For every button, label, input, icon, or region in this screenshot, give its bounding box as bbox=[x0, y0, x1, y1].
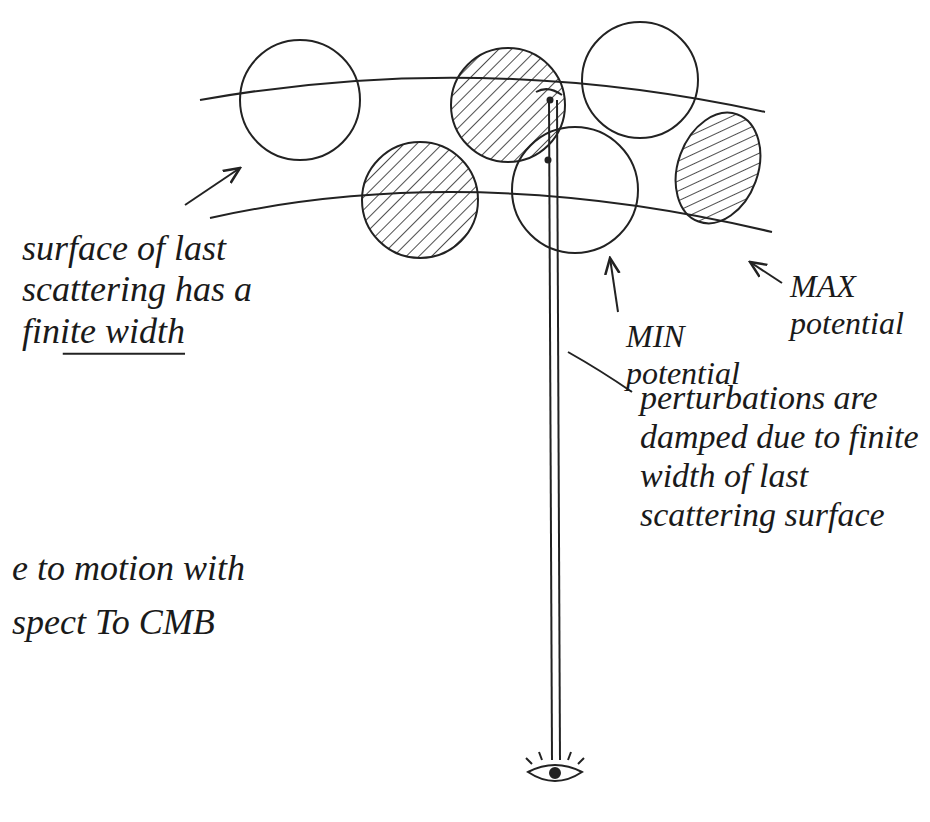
point-marker bbox=[545, 157, 552, 164]
surface-boundary bbox=[210, 192, 772, 232]
min-potential-region bbox=[512, 127, 638, 253]
eye-lashes bbox=[526, 752, 584, 764]
scribble bbox=[536, 89, 562, 95]
potential-region bbox=[240, 40, 360, 160]
line-of-sight bbox=[549, 100, 552, 760]
max-potential-region bbox=[451, 48, 565, 162]
max-potential-region bbox=[362, 142, 478, 258]
point-marker bbox=[547, 97, 554, 104]
damping-note: perturbations are damped due to finite w… bbox=[640, 378, 920, 534]
eye-symbol bbox=[550, 768, 560, 778]
leader-line bbox=[568, 352, 632, 392]
leader-arrow bbox=[185, 168, 240, 205]
max-label: MAX potential bbox=[790, 268, 920, 342]
eye-symbol bbox=[528, 765, 582, 781]
leader-arrow bbox=[610, 258, 618, 312]
potential-region bbox=[582, 22, 698, 138]
underline bbox=[63, 353, 185, 355]
surface-note: surface of last scattering has a finite … bbox=[22, 228, 322, 352]
surface-boundary bbox=[200, 78, 765, 112]
max-potential-region bbox=[661, 101, 775, 235]
motion-note: e to motion with bbox=[12, 548, 332, 589]
leader-arrow bbox=[750, 262, 782, 283]
line-of-sight bbox=[557, 100, 560, 760]
motion-note: spect To CMB bbox=[12, 602, 332, 643]
